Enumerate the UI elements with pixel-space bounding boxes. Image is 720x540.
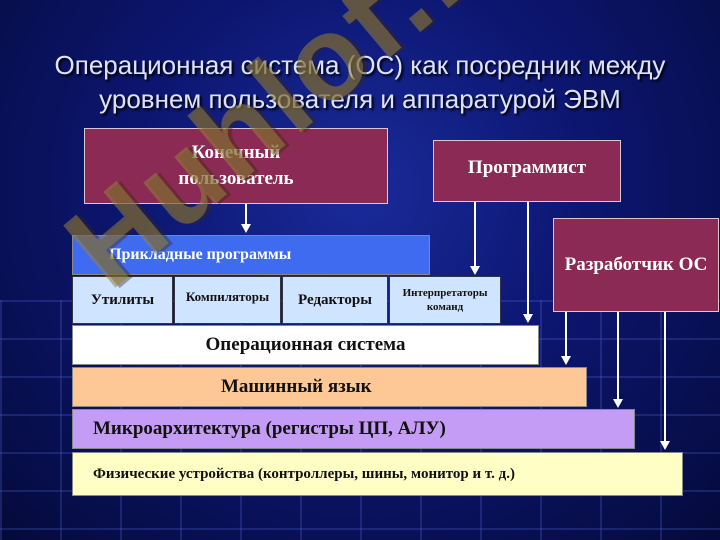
layer-editors: Редакторы	[282, 276, 388, 324]
arrow-programmer-2	[527, 202, 529, 315]
layer-machine-language: Машинный язык	[72, 367, 587, 407]
role-end-user: Конечный пользователь	[84, 128, 388, 204]
arrow-os-dev-2-head	[613, 399, 623, 408]
arrow-os-dev-3	[664, 312, 666, 442]
page-title: Операционная система (ОС) как посредник …	[54, 50, 666, 114]
arrow-programmer-1-head	[470, 266, 480, 275]
arrow-os-dev-3-head	[660, 441, 670, 450]
role-programmer: Программист	[433, 140, 621, 202]
layer-compilers: Компиляторы	[174, 276, 281, 324]
layer-microarchitecture: Микроархитектура (регистры ЦП, АЛУ)	[72, 409, 635, 449]
layer-utilities: Утилиты	[72, 276, 173, 324]
layer-operating-system: Операционная система	[72, 325, 539, 365]
arrow-programmer-1	[474, 202, 476, 267]
role-os-developer: Разработчик ОС	[553, 218, 719, 312]
arrow-os-dev-1-head	[561, 356, 571, 365]
arrow-end-user	[245, 204, 247, 225]
arrow-end-user-head	[241, 224, 251, 233]
arrow-os-dev-1	[565, 312, 567, 357]
arrow-os-dev-2	[617, 312, 619, 400]
layer-interpreters: Интерпретаторы команд	[389, 276, 501, 324]
layer-applications: Прикладные программы	[72, 235, 430, 275]
arrow-programmer-2-head	[523, 314, 533, 323]
layer-physical-devices: Физические устройства (контроллеры, шины…	[72, 452, 683, 496]
